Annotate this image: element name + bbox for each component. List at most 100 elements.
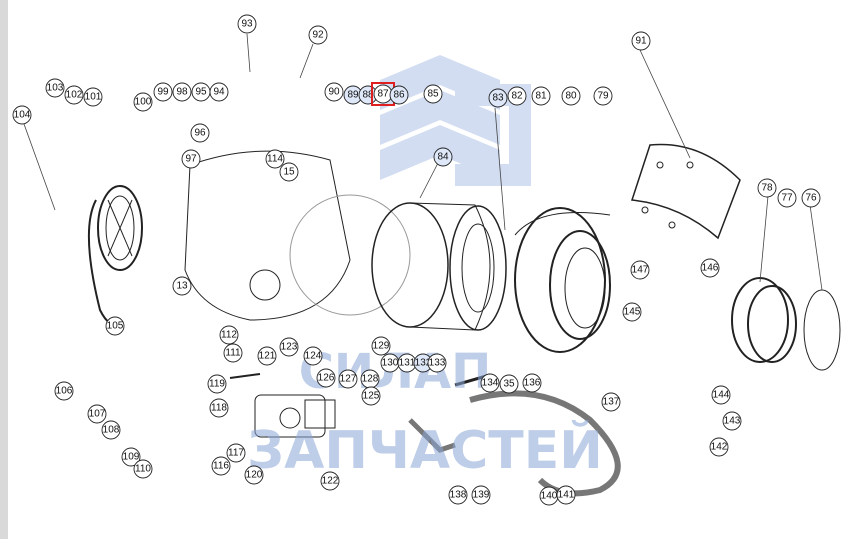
callout-number: 92	[312, 30, 324, 41]
callout-144: 144	[711, 385, 731, 405]
callout-circle	[700, 258, 720, 278]
pump-assembly	[254, 394, 336, 438]
callout-97: 97	[181, 149, 201, 169]
door-seal	[731, 277, 841, 371]
callout-number: 35	[503, 379, 515, 390]
callout-79: 79	[593, 86, 613, 106]
callout-100: 100	[133, 92, 153, 112]
callout-circle	[593, 86, 613, 106]
callout-circle	[361, 386, 381, 406]
callout-circle	[448, 485, 468, 505]
callout-141: 141	[556, 485, 576, 505]
callout-number: 129	[373, 341, 390, 352]
callout-number: 95	[195, 87, 207, 98]
callout-95: 95	[191, 82, 211, 102]
callout-circle	[54, 381, 74, 401]
callout-number: 108	[103, 425, 120, 436]
callout-91: 91	[631, 31, 651, 51]
callout-number: 131	[399, 358, 416, 369]
callout-number: 87	[377, 89, 389, 100]
callout-number: 86	[393, 90, 405, 101]
callout-80: 80	[561, 86, 581, 106]
callout-147: 147	[630, 260, 650, 280]
callout-104: 104	[12, 105, 32, 125]
callout-124: 124	[303, 346, 323, 366]
callout-121: 121	[257, 346, 277, 366]
callout-109: 109	[121, 447, 141, 467]
pulley	[97, 185, 143, 271]
callout-number: 93	[241, 19, 253, 30]
callout-circle	[471, 485, 491, 505]
callout-circle	[324, 82, 344, 102]
callout-number: 112	[221, 330, 237, 341]
callout-number: 98	[176, 87, 188, 98]
callout-circle	[308, 25, 328, 45]
callout-number: 146	[702, 263, 719, 274]
callout-circle	[190, 123, 210, 143]
callout-number: 123	[281, 342, 298, 353]
callout-84: 84	[433, 147, 453, 167]
callout-circle	[257, 346, 277, 366]
callout-circle	[153, 82, 173, 102]
callout-83: 83	[488, 88, 508, 108]
callout-number: 84	[437, 152, 449, 163]
callout-133: 133	[427, 353, 447, 373]
callout-128: 128	[360, 369, 380, 389]
callout-circle	[244, 465, 264, 485]
callout-99: 99	[153, 82, 173, 102]
callout-number: 117	[228, 448, 244, 459]
callout-number: 132	[415, 358, 432, 369]
callout-126: 126	[316, 368, 336, 388]
callout-number: 138	[450, 490, 467, 501]
callout-circle	[12, 105, 32, 125]
callout-circle	[219, 325, 239, 345]
callout-number: 90	[328, 87, 340, 98]
callout-circle	[209, 82, 229, 102]
callout-circle	[133, 92, 153, 112]
callout-114: 114	[265, 149, 285, 169]
callout-number: 144	[713, 390, 730, 401]
callout-number: 116	[213, 461, 229, 472]
callout-circle	[121, 447, 141, 467]
callout-112: 112	[219, 325, 239, 345]
callout-number: 104	[14, 110, 31, 121]
callout-90: 90	[324, 82, 344, 102]
callout-number: 110	[135, 464, 151, 475]
callout-circle	[237, 14, 257, 34]
callout-circle	[507, 86, 527, 106]
callout-120: 120	[244, 465, 264, 485]
callout-circle	[172, 82, 192, 102]
callout-circle	[316, 368, 336, 388]
callout-circle	[488, 88, 508, 108]
callout-13: 13	[172, 276, 192, 296]
callout-138: 138	[448, 485, 468, 505]
callout-number: 121	[259, 351, 276, 362]
callout-circle	[64, 85, 84, 105]
callout-134: 134	[480, 373, 500, 393]
callout-93: 93	[237, 14, 257, 34]
tub-housing	[184, 150, 351, 321]
left-frame-bar	[0, 0, 8, 539]
callout-number: 81	[535, 91, 547, 102]
callout-circle	[480, 373, 500, 393]
callout-number: 109	[123, 452, 140, 463]
callout-131: 131	[397, 353, 417, 373]
callout-circle	[630, 260, 650, 280]
callout-number: 94	[213, 87, 225, 98]
callout-123: 123	[279, 337, 299, 357]
callout-number: 133	[429, 358, 446, 369]
callout-136: 136	[522, 373, 542, 393]
callout-circle	[223, 343, 243, 363]
callout-circle	[561, 86, 581, 106]
callout-number: 114	[267, 154, 283, 165]
callout-number: 83	[492, 93, 504, 104]
callout-142: 142	[709, 437, 729, 457]
callout-circle	[499, 374, 519, 394]
callout-circle	[209, 398, 229, 418]
callout-number: 102	[66, 90, 83, 101]
callout-circle	[622, 302, 642, 322]
callout-number: 127	[340, 374, 357, 385]
callout-number: 97	[185, 154, 197, 165]
callout-number: 89	[347, 90, 359, 101]
